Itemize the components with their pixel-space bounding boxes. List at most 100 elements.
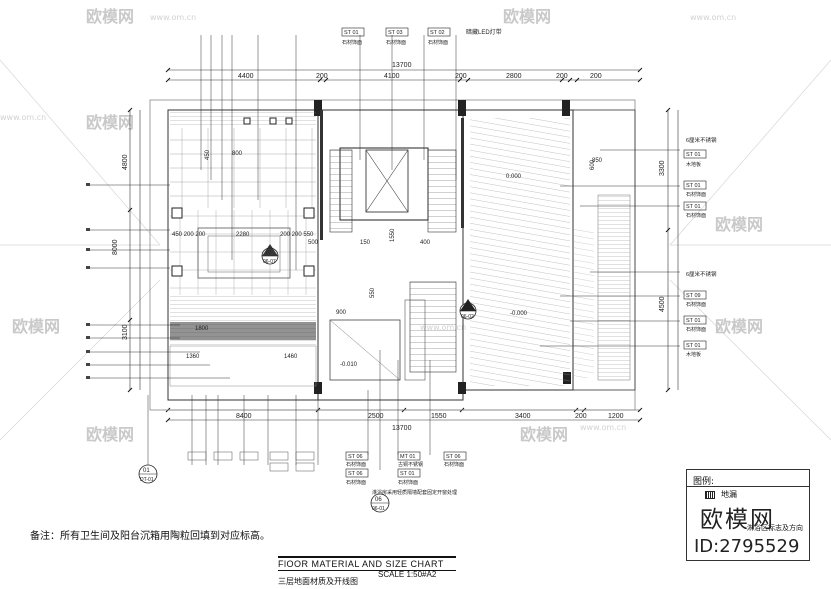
living-stone-area <box>170 210 316 295</box>
top-callout-note: 暗藏LED灯带 <box>466 28 502 36</box>
section-sheet: 06-07 <box>263 259 276 265</box>
room-dimension-texts: 800 450 2280 450 200 200 200 200 550 180… <box>172 149 603 368</box>
closet-wood-floor <box>572 228 594 378</box>
construction-lines <box>0 59 831 441</box>
leader-lines <box>90 35 680 470</box>
right-callout-sub: 木地板 <box>686 161 701 168</box>
bath-shower <box>329 319 401 381</box>
bottom-callout-sub: 石材饰面 <box>346 461 366 468</box>
room-dim: 450 200 200 <box>172 232 206 238</box>
dim-top-seg: 200 <box>556 73 568 80</box>
section-sheet: 06-02 <box>461 314 474 320</box>
watermark-text: 欧模网 <box>86 7 134 26</box>
top-callout-code: ST 02 <box>430 30 445 36</box>
top-callout-code: ST 01 <box>344 30 359 36</box>
section-num: 06 <box>375 497 382 503</box>
bottom-callouts: ST 06 ST 06 MT 01 ST 01 ST 06 石材饰面 石材饰面 … <box>187 451 467 496</box>
stair-core <box>339 147 429 221</box>
room-fills <box>169 112 631 387</box>
dim-bottom-seg: 3400 <box>515 413 531 420</box>
brand-logo-text: 欧模网 <box>700 507 775 533</box>
brand-id: ID:2795529 <box>694 536 800 557</box>
room-dim: 1360 <box>186 354 200 360</box>
dim-bottom-seg: 2500 <box>368 413 384 420</box>
section-marker-01: 01 DT-01 <box>138 464 158 484</box>
dim-bottom-seg: 200 <box>575 413 587 420</box>
bottom-callout-code: MT 01 <box>400 454 416 460</box>
room-dim: 800 <box>232 151 243 157</box>
right-callout-sub: 石材饰面 <box>686 212 706 219</box>
room-dim: 450 <box>205 149 211 160</box>
watermark-text: 欧模网 <box>86 113 134 132</box>
bottom-callout-code: ST 06 <box>348 471 363 477</box>
room-dim: 0.000 <box>506 174 522 180</box>
right-callout-code: ST 01 <box>686 343 701 349</box>
stairs-right <box>427 149 457 233</box>
legend-title: 图例: <box>693 477 715 487</box>
right-callout-note: 6厘米不锈钢 <box>686 136 717 144</box>
right-callout-sub: 石材饰面 <box>686 326 706 333</box>
room-dim: 900 <box>336 310 347 316</box>
inner-rug-inner <box>207 235 281 273</box>
room-dim: 1550 <box>390 228 396 242</box>
stairs-lower <box>409 281 457 373</box>
right-callout-sub: 石材饰面 <box>686 191 706 198</box>
balcony-stone-tiles <box>170 128 316 208</box>
room-dim: -0.000 <box>510 311 528 317</box>
dim-top-seg: 200 <box>455 73 467 80</box>
drawing-scale: SCALE 1:50#A2 <box>378 570 437 579</box>
room-dim: 500 <box>308 240 319 246</box>
section-marker-02: 02 06-02 <box>459 299 477 320</box>
dimension-ticks <box>127 67 671 423</box>
dim-top-seg: 200 <box>590 73 602 80</box>
watermark-text: 欧模网 <box>715 215 763 234</box>
section-num: 02 <box>464 305 470 311</box>
room-dim: 400 <box>420 240 431 246</box>
watermark-text: 欧模网 <box>715 317 763 336</box>
right-callouts: 6厘米不锈钢 6厘米不锈钢 ST 01 ST 01 ST 01 ST 09 ST… <box>683 136 717 358</box>
bottom-callout-code: ST 06 <box>446 454 461 460</box>
dim-left: 4800 <box>122 154 129 170</box>
right-callout-code: ST 01 <box>686 183 701 189</box>
room-dim: 850 <box>592 158 603 164</box>
room-dim: 600 <box>590 159 596 170</box>
dim-right: 4500 <box>659 296 666 312</box>
room-dim: 1460 <box>284 354 298 360</box>
bottom-callout-code: ST 06 <box>348 454 363 460</box>
watermark-url: www.om.cn <box>690 13 736 22</box>
top-callout-sub: 石材饰面 <box>428 39 448 46</box>
section-marker-06: 06 06-01 <box>370 493 390 513</box>
section-num: 07 <box>266 250 272 256</box>
legend-item-shower: 淋浴区标志及方向 <box>747 524 803 532</box>
room-dim: 1800 <box>195 326 209 332</box>
legend-box: 图例: 地漏 淋浴区标志及方向 <box>686 469 810 561</box>
dim-top-seg: 2800 <box>506 73 522 80</box>
room-dim: -0.010 <box>340 362 358 368</box>
right-callout-sub: 石材饰面 <box>686 301 706 308</box>
drawing-note: 备注：所有卫生间及阳台沉箱用陶粒回填到对应标高。 <box>30 531 270 542</box>
section-num: 01 <box>143 468 150 474</box>
section-marker-07: 07 06-07 <box>261 244 279 265</box>
column-marks <box>171 117 315 277</box>
dim-bottom-seg: 1200 <box>608 413 624 420</box>
bottom-callout-note: 淋浴房采用轻质隔墙配套固定开窗处理 <box>372 489 457 496</box>
right-callout-code: ST 01 <box>686 152 701 158</box>
bedroom-wood-floor <box>470 118 570 386</box>
section-sheet: 06-01 <box>372 506 385 512</box>
right-callout-sub: 木地板 <box>686 351 701 358</box>
dim-left: 8000 <box>112 239 119 255</box>
room-dim: 2280 <box>236 232 250 238</box>
section-sheet: DT-01 <box>140 477 154 483</box>
right-callout-code: ST 01 <box>686 318 701 324</box>
legend-item-floor-drain: 地漏 <box>721 490 737 499</box>
elevator <box>365 149 409 213</box>
section-markers: 07 06-07 02 06-02 01 DT-01 06 06-01 <box>138 244 477 513</box>
dim-left: 3100 <box>122 324 129 340</box>
stairs-left <box>329 149 353 233</box>
bath-area <box>169 345 317 387</box>
bottom-callout-code: ST 01 <box>400 471 415 477</box>
dim-bottom-total: 13700 <box>392 425 412 432</box>
top-strip <box>170 112 316 128</box>
right-wardrobe <box>597 194 631 381</box>
